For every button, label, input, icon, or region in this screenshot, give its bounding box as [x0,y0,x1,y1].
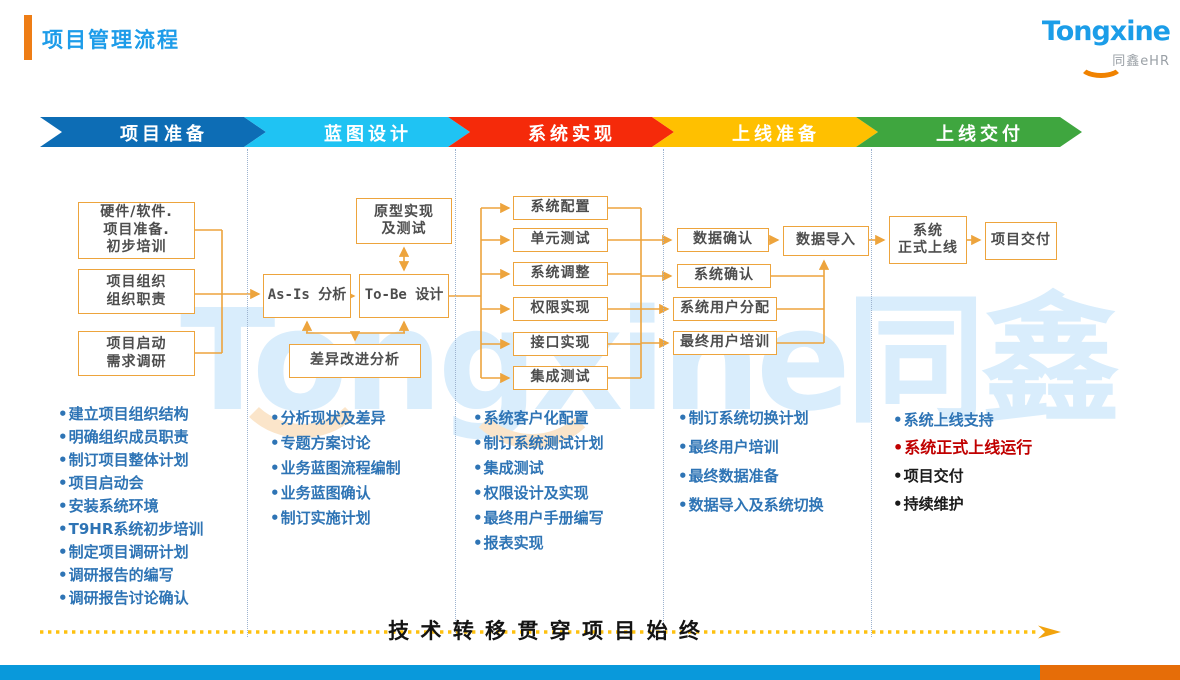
bullet-item: 数据导入及系统切换 [678,491,824,520]
bullet-item: 制订系统切换计划 [678,404,824,433]
flow-box-deliver: 项目交付 [985,222,1057,260]
flow-box-golive: 系统 正式上线 [889,216,967,264]
bullet-item: 权限设计及实现 [473,481,604,506]
flow-box-prototype: 原型实现 及测试 [356,198,452,244]
bullet-item: 项目交付 [893,462,1032,490]
flow-box-unit-test: 单元测试 [513,228,608,252]
page-title: 项目管理流程 [42,28,180,52]
flow-box-project-org: 项目组织 组织职责 [78,269,195,314]
flow-box-system-config: 系统配置 [513,196,608,220]
timeline-arrow-icon [1038,625,1061,639]
logo-subtitle: 同鑫eHR [1112,54,1170,69]
bullet-item: 最终用户手册编写 [473,506,604,531]
bullet-item: 专题方案讨论 [270,431,401,456]
logo-smile-icon [1078,52,1124,78]
bullet-item: 调研报告讨论确认 [58,587,203,610]
bullet-item: 集成测试 [473,456,604,481]
bullet-item: 项目启动会 [58,472,203,495]
column-separator [663,149,664,637]
bullet-item: 制订系统测试计划 [473,431,604,456]
flow-box-hardware-software: 硬件/软件. 项目准备. 初步培训 [78,202,195,259]
bullet-item: 安装系统环境 [58,495,203,518]
bullet-item: 最终用户培训 [678,433,824,462]
bullet-item: 系统上线支持 [893,406,1032,434]
phase-chevron-prepare [40,117,266,147]
bullet-item: 建立项目组织结构 [58,403,203,426]
flow-box-system-adjust: 系统调整 [513,262,608,286]
phase-chevron-blueprint [244,117,470,147]
flow-box-interface: 接口实现 [513,332,608,356]
flow-box-data-import: 数据导入 [783,226,869,256]
bullet-item: 最终数据准备 [678,462,824,491]
bullet-list-implement: 系统客户化配置 制订系统测试计划 集成测试 权限设计及实现 最终用户手册编写 报… [473,406,604,556]
phase-header-golive-prep: 上线准备 [732,124,820,145]
bullet-list-golive-prep: 制订系统切换计划 最终用户培训 最终数据准备 数据导入及系统切换 [678,404,824,520]
column-separator [455,149,456,637]
bullet-item: 系统客户化配置 [473,406,604,431]
bullet-list-prepare: 建立项目组织结构 明确组织成员职责 制订项目整体计划 项目启动会 安装系统环境 … [58,403,204,610]
flow-box-integration-test: 集成测试 [513,366,608,390]
bullet-item: 制订实施计划 [270,506,401,531]
connector-lines [195,202,982,384]
flow-box-gap-analysis: 差异改进分析 [289,344,421,378]
flow-box-system-confirm: 系统确认 [677,264,771,288]
banner-text: 技 术 转 移 贯 穿 项 目 始 终 [388,619,702,643]
flow-box-data-confirm: 数据确认 [677,228,769,252]
phase-chevron-delivery [856,117,1082,147]
title-accent-bar [24,15,32,60]
flow-box-user-training: 最终用户培训 [673,331,777,355]
phase-chevron-implement [448,117,674,147]
phase-header-blueprint: 蓝图设计 [324,124,412,145]
column-separator [871,149,872,637]
bullet-item: 制订项目整体计划 [58,449,203,472]
phase-chevrons [40,117,1082,147]
flow-box-kickoff-research: 项目启动 需求调研 [78,331,195,376]
flow-box-permission: 权限实现 [513,297,608,321]
bullet-list-delivery: 系统上线支持 系统正式上线运行 项目交付 持续维护 [893,406,1033,518]
logo: Tongxine 同鑫eHR [1020,16,1171,78]
bullet-item: 调研报告的编写 [58,564,203,587]
bullet-item-highlight: 系统正式上线运行 [893,434,1032,462]
logo-brand-text: Tongxine [1041,16,1171,47]
column-separator [247,149,248,637]
flow-box-user-assign: 系统用户分配 [673,297,777,321]
bullet-item: 分析现状及差异 [270,406,401,431]
phase-header-prepare: 项目准备 [120,124,208,145]
bullet-list-blueprint: 分析现状及差异 专题方案讨论 业务蓝图流程编制 业务蓝图确认 制订实施计划 [270,406,401,531]
bullet-item: 持续维护 [893,490,1032,518]
footer-timeline [40,625,1061,639]
bullet-item: T9HR系统初步培训 [58,518,204,541]
phase-header-delivery: 上线交付 [936,124,1024,145]
footer-bar-blue [0,665,1040,680]
phase-chevron-golive-prep [652,117,878,147]
bullet-item: 报表实现 [473,531,604,556]
bullet-item: 制定项目调研计划 [58,541,203,564]
bullet-item: 业务蓝图流程编制 [270,456,401,481]
footer-bar-orange [1040,665,1180,680]
bullet-item: 明确组织成员职责 [58,426,203,449]
phase-header-implement: 系统实现 [528,124,616,145]
flow-box-asis: As-Is 分析 [263,274,351,318]
bullet-item: 业务蓝图确认 [270,481,401,506]
flow-box-tobe: To-Be 设计 [359,274,449,318]
